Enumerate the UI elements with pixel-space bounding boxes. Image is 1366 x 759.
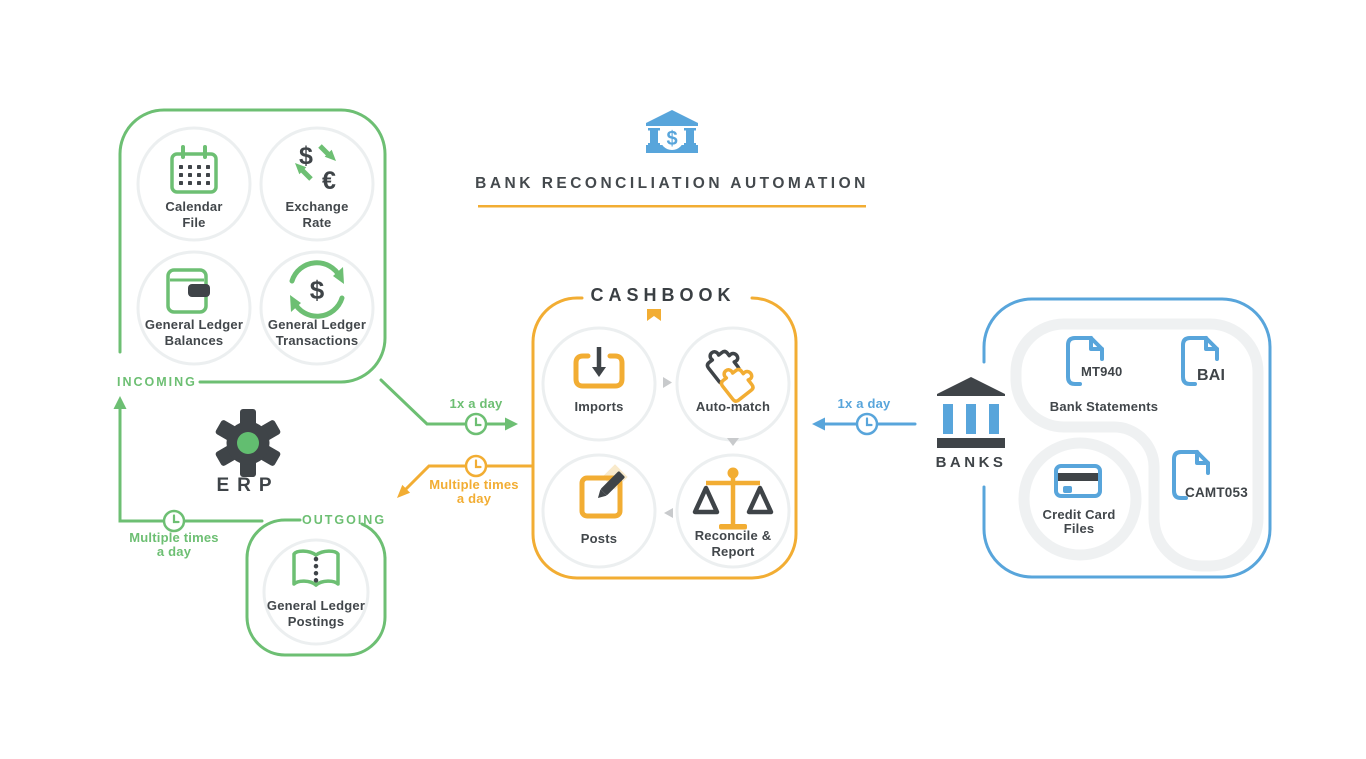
bank-files-group-label: Bank Statements bbox=[1049, 399, 1159, 414]
banks-label: BANKS bbox=[935, 454, 1007, 471]
banks-box bbox=[982, 297, 1272, 579]
bank-files-group-label: Credit Card Files bbox=[1042, 507, 1116, 536]
balance-scale-icon bbox=[692, 467, 774, 530]
file-format-label: BAI bbox=[1197, 367, 1226, 384]
outgoing-box-corner bbox=[360, 522, 387, 560]
title-underline bbox=[478, 205, 866, 208]
flow-outgoing-to-incoming bbox=[113, 396, 264, 523]
dollar-glyph: $ bbox=[310, 275, 325, 305]
import-tray-icon bbox=[573, 347, 625, 389]
wallet-icon bbox=[166, 268, 210, 314]
cashbook-item-label: Reconcile & Report bbox=[694, 528, 772, 559]
cashbook-item-label: Posts bbox=[580, 531, 618, 546]
flow-label: Multiple times a day bbox=[429, 477, 519, 506]
flow-cashbook-to-outgoing bbox=[397, 464, 535, 498]
clock-icon bbox=[464, 454, 488, 478]
credit-card-icon bbox=[1054, 464, 1102, 498]
step-arrow-icons bbox=[663, 377, 739, 518]
money-cycle-icon: $ bbox=[289, 260, 345, 319]
clock-icon bbox=[162, 509, 186, 533]
page-title: BANK RECONCILIATION AUTOMATION bbox=[475, 175, 869, 192]
pencil-note-icon bbox=[579, 464, 628, 519]
bookmark-icon bbox=[647, 309, 661, 321]
euro-glyph: € bbox=[322, 167, 336, 195]
flow-label: Multiple times a day bbox=[129, 530, 219, 559]
outgoing-item-label: General Ledger Postings bbox=[266, 598, 366, 629]
file-format-label: MT940 bbox=[1081, 364, 1123, 379]
incoming-item-label: General Ledger Transactions bbox=[267, 317, 367, 348]
dollar-glyph: $ bbox=[666, 128, 677, 150]
flow-label: 1x a day bbox=[449, 396, 503, 411]
cashbook-item-label: Imports bbox=[574, 399, 624, 414]
incoming-box bbox=[118, 108, 387, 384]
flow-label: 1x a day bbox=[837, 396, 891, 411]
outgoing-feature-circle bbox=[262, 538, 370, 646]
calendar-icon bbox=[170, 145, 218, 194]
open-book-icon bbox=[292, 549, 340, 587]
cashbook-box bbox=[531, 296, 798, 580]
gear-icon bbox=[215, 409, 281, 477]
document-icon bbox=[1172, 450, 1210, 500]
document-icon bbox=[1066, 336, 1104, 386]
cashbook-item-label: Auto-match bbox=[695, 399, 771, 414]
bank-icon: $ bbox=[646, 110, 698, 153]
incoming-item-label: Exchange Rate bbox=[285, 199, 349, 230]
bank-building-icon bbox=[937, 377, 1005, 448]
cashbook-title: CASHBOOK bbox=[590, 285, 736, 305]
puzzle-pieces-icon bbox=[705, 349, 755, 403]
clock-icon bbox=[464, 412, 488, 436]
incoming-item-label: Calendar File bbox=[165, 199, 223, 230]
credit-card-ring bbox=[1018, 437, 1142, 561]
file-format-label: CAMT053 bbox=[1185, 485, 1248, 500]
document-icon bbox=[1181, 336, 1219, 386]
erp-label: ERP bbox=[216, 475, 280, 496]
outgoing-box bbox=[245, 518, 387, 657]
dollar-glyph: $ bbox=[299, 142, 313, 170]
exchange-rate-icon: $ € bbox=[295, 142, 336, 195]
incoming-item-label: General Ledger Balances bbox=[144, 317, 244, 348]
incoming-label: INCOMING bbox=[117, 375, 197, 389]
bank-files-blob bbox=[1010, 318, 1264, 572]
outgoing-label: OUTGOING bbox=[302, 513, 387, 527]
clock-icon bbox=[855, 412, 879, 436]
